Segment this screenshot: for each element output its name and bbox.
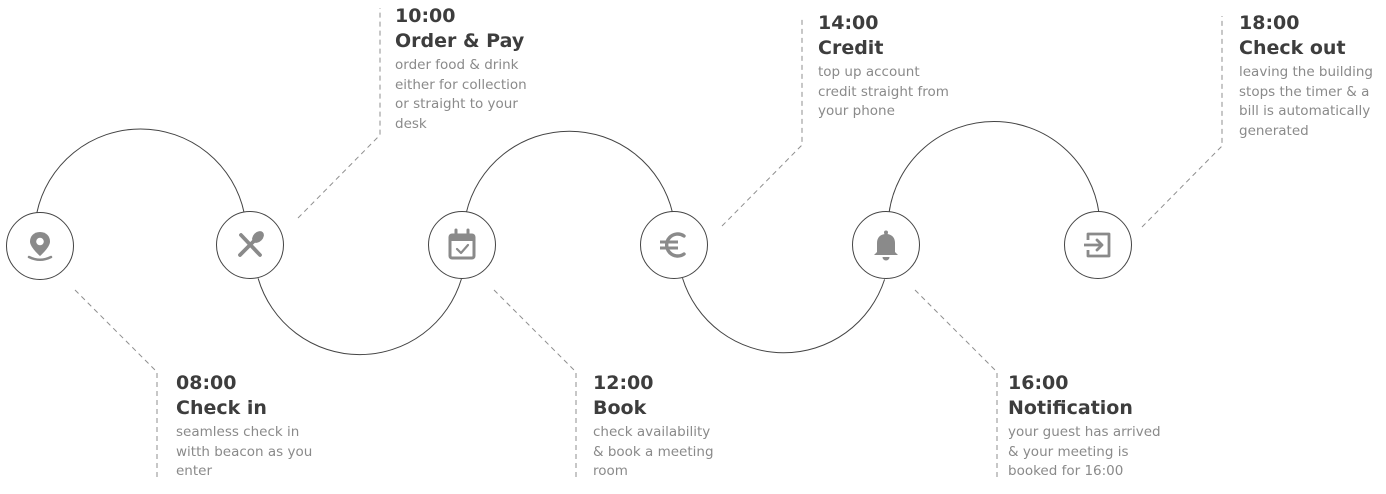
- euro-icon: [660, 232, 686, 258]
- location-pin-icon: [27, 232, 53, 261]
- bell-icon: [874, 230, 898, 261]
- step-time: 12:00: [593, 372, 654, 394]
- step-title: Order & Pay: [395, 30, 525, 52]
- step-title: Credit: [818, 37, 884, 59]
- step-time: 16:00: [1008, 372, 1069, 394]
- connector-arc-1: [36, 128, 245, 214]
- step-description: your guest has arrived & your meeting is…: [1008, 424, 1161, 479]
- leader-line-4: [721, 16, 803, 227]
- step-caption-book: 12:00 Book check availability & book a m…: [593, 371, 768, 482]
- leader-line-1: [74, 289, 158, 478]
- step-description: top up account credit straight from your…: [818, 64, 949, 119]
- step-time: 18:00: [1239, 12, 1300, 34]
- step-caption-order-pay: 10:00 Order & Pay order food & drink eit…: [395, 4, 570, 134]
- step-title: Book: [593, 397, 647, 419]
- step-title: Check out: [1239, 37, 1346, 59]
- step-title: Notification: [1008, 397, 1133, 419]
- leader-line-2: [297, 8, 381, 219]
- connector-arc-5: [888, 121, 1100, 214]
- step-time: 08:00: [176, 372, 237, 394]
- step-description: check availability & book a meeting room: [593, 424, 714, 479]
- leader-line-6: [1141, 16, 1223, 228]
- exit-icon: [1084, 232, 1111, 258]
- fork-spoon-icon: [238, 231, 264, 257]
- step-description: seamless check in witth beacon as you en…: [176, 424, 313, 479]
- leader-line-3: [493, 289, 577, 478]
- step-circle-credit: [640, 211, 708, 279]
- step-circle-book: [428, 211, 496, 279]
- calendar-check-icon: [448, 228, 476, 260]
- connector-arc-3: [465, 130, 674, 214]
- step-caption-notification: 16:00 Notification your guest has arrive…: [1008, 371, 1183, 482]
- leader-line-5: [914, 289, 998, 478]
- step-description: order food & drink either for collection…: [395, 57, 527, 132]
- step-caption-credit: 14:00 Credit top up account credit strai…: [818, 11, 993, 122]
- step-caption-check-out: 18:00 Check out leaving the building sto…: [1239, 11, 1385, 141]
- step-title: Check in: [176, 397, 267, 419]
- step-time: 10:00: [395, 5, 456, 27]
- step-time: 14:00: [818, 12, 879, 34]
- connector-arc-2: [257, 278, 462, 356]
- step-description: leaving the building stops the timer & a…: [1239, 64, 1374, 139]
- step-caption-check-in: 08:00 Check in seamless check in witth b…: [176, 371, 351, 482]
- connector-arc-4: [682, 277, 886, 354]
